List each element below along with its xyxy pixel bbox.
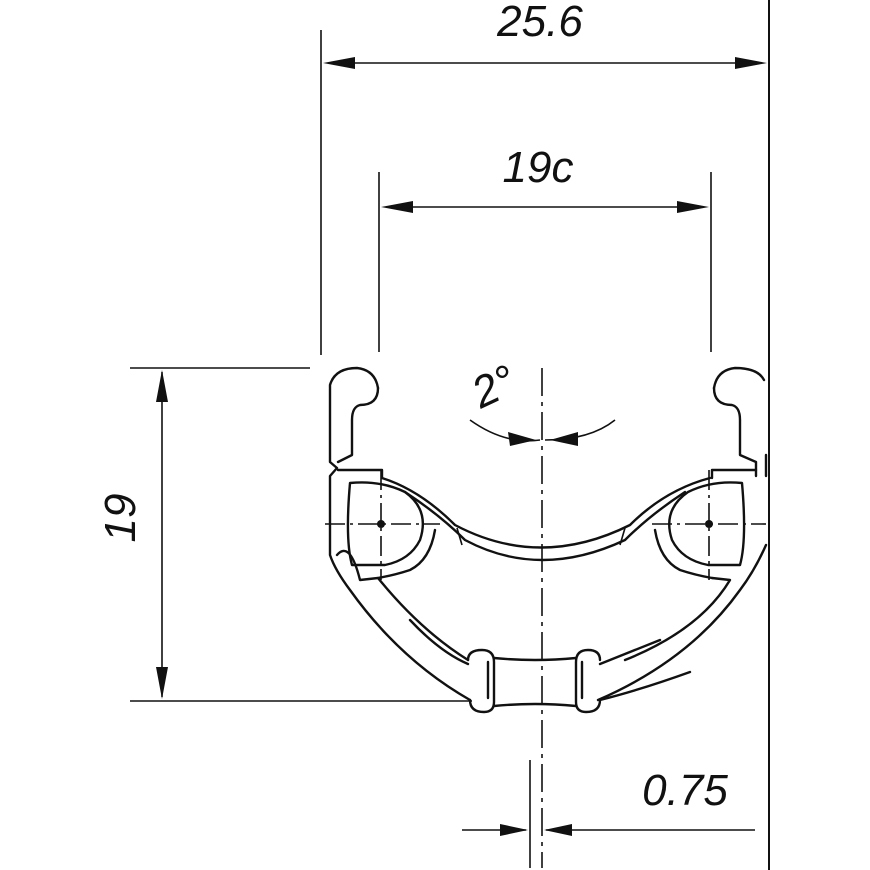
left-lower-strut (335, 549, 470, 662)
angle-arrowhead-right (550, 432, 578, 446)
left-hole-center-dot (377, 520, 385, 528)
offset-arrowhead-right (544, 824, 572, 836)
height-label: 19 (96, 494, 145, 543)
angle-arc-right (544, 419, 616, 441)
dimension-inner-width: 19c (378, 143, 712, 352)
right-channel (668, 481, 746, 567)
left-strut-join (376, 528, 437, 580)
right-bead-top (712, 366, 766, 390)
angle-arc-left (469, 419, 541, 442)
left-outer-wall (328, 366, 472, 702)
arrowhead-left (323, 57, 355, 69)
left-nipple-clip (466, 648, 496, 714)
right-nipple-clip (574, 648, 602, 714)
right-strut-join (653, 528, 714, 580)
rim-bed-top (380, 476, 712, 549)
dimension-overall-width: 25.6 (320, 0, 767, 355)
dimension-height: 19 (96, 367, 472, 702)
right-hole-center-dot (705, 520, 713, 528)
right-seat-lower-arm (598, 670, 692, 702)
arrowhead-left (381, 201, 413, 213)
dimension-offset: 0.75 (462, 766, 755, 836)
seat-top (492, 656, 578, 662)
section-mark-right (619, 527, 626, 546)
left-shoulder (336, 468, 384, 480)
overall-width-label: 25.6 (496, 0, 583, 46)
arrowhead-top (156, 370, 168, 402)
offset-arrowhead-left (500, 824, 528, 836)
nipple-seat (408, 618, 692, 714)
rim-bed-inner (403, 490, 687, 562)
arrowhead-bottom (156, 667, 168, 699)
right-spoke-hole (652, 470, 766, 580)
right-outer-wall (596, 543, 768, 702)
rim-cross-section (325, 366, 768, 714)
angle-annotation: 2° (464, 356, 616, 446)
left-channel (346, 481, 425, 567)
left-spoke-hole (325, 470, 440, 580)
right-seat-arm (598, 638, 662, 666)
right-shoulder (710, 468, 758, 480)
arrowhead-right (677, 201, 709, 213)
right-bead-hook (712, 386, 758, 478)
seat-bottom (492, 702, 578, 708)
left-seat-arm (408, 618, 470, 666)
right-lower-strut (623, 576, 732, 662)
inner-width-label: 19c (503, 143, 574, 192)
arrowhead-right (735, 57, 767, 69)
offset-label: 0.75 (642, 766, 728, 815)
left-bead-hook (336, 386, 380, 464)
angle-arrowhead-left (508, 432, 536, 446)
angle-label: 2° (464, 356, 524, 419)
section-mark-left (456, 527, 463, 546)
